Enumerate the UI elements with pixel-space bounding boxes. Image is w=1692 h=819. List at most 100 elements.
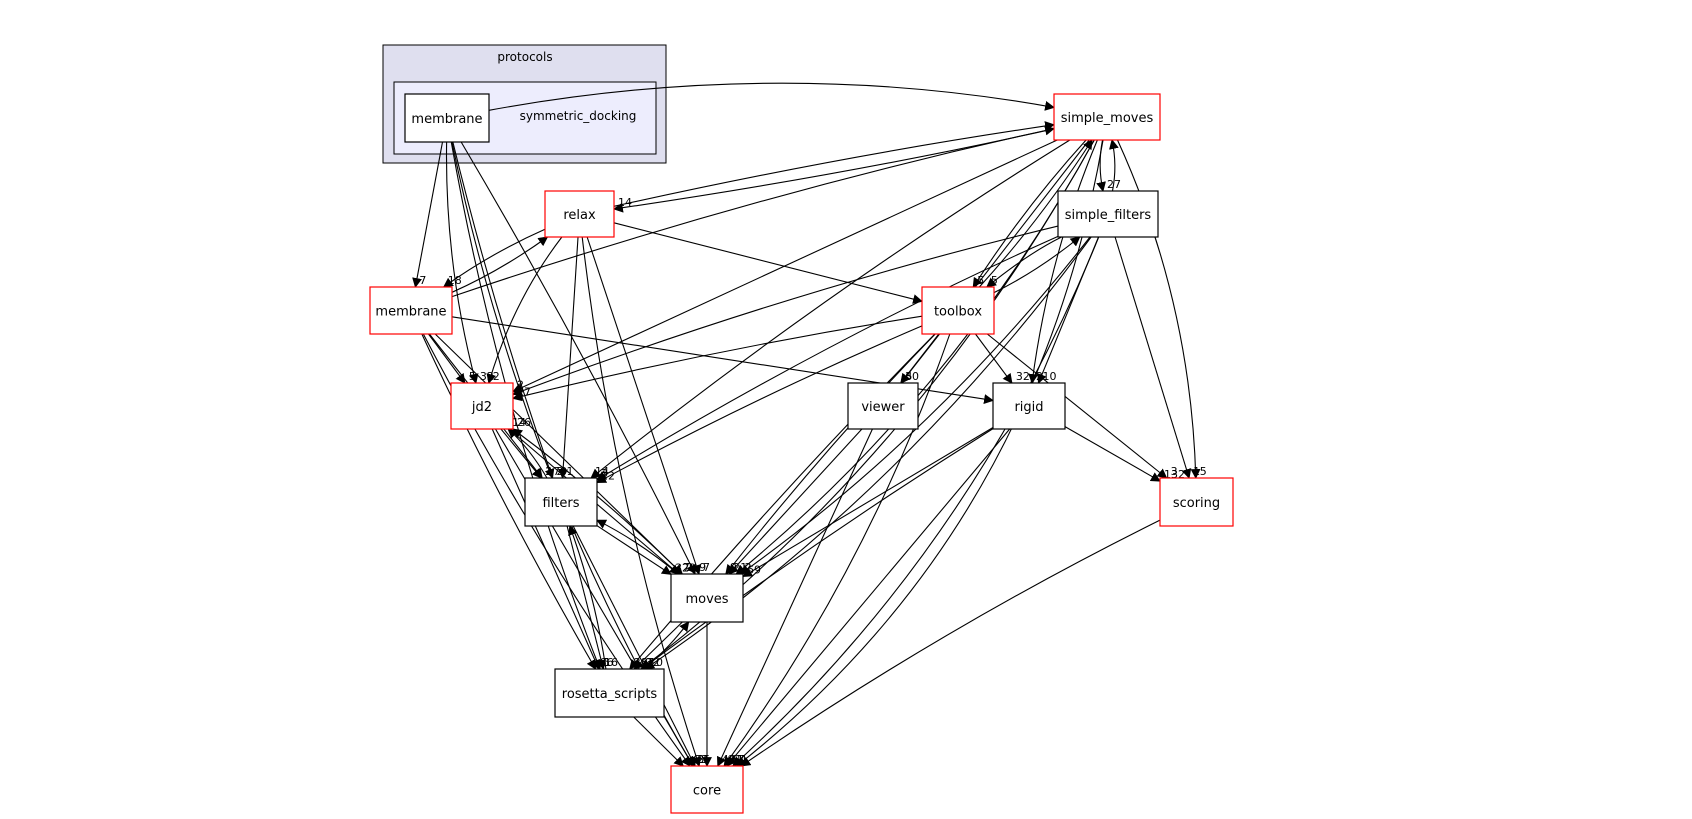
edge-simple_moves-to-rigid bbox=[1028, 139, 1098, 384]
edge-jd2-to-filters bbox=[500, 428, 542, 479]
edge-toolbox-to-rigid bbox=[975, 333, 1013, 384]
node-box[interactable] bbox=[544, 190, 615, 238]
node-viewer[interactable]: viewer bbox=[847, 382, 919, 430]
edge-label: 5 bbox=[991, 274, 998, 287]
edge-relax-to-jd2 bbox=[486, 236, 563, 384]
node-rosetta-scripts[interactable]: rosetta_scripts bbox=[554, 668, 665, 718]
edge-label: 2 bbox=[517, 379, 524, 392]
edge-label: 1 bbox=[741, 753, 748, 766]
edge-label: 3 bbox=[601, 467, 608, 480]
edge-toolbox-to-rosetta_scripts bbox=[629, 333, 936, 670]
edge-label: 2 bbox=[1036, 370, 1043, 383]
edge-rosetta_scripts-to-filters bbox=[568, 525, 607, 670]
edge-rosetta_scripts-to-core bbox=[633, 716, 684, 767]
edge-membrane_dir-to-filters bbox=[452, 141, 555, 479]
edge-label: 12 bbox=[601, 470, 615, 483]
node-label: core bbox=[693, 784, 721, 799]
node-box[interactable] bbox=[450, 382, 514, 430]
edge-label: 3 bbox=[905, 370, 912, 383]
node-label: membrane bbox=[375, 305, 446, 320]
edge-label: 49 bbox=[722, 753, 736, 766]
edge-toolbox-to-jd2 bbox=[512, 315, 923, 402]
edge-label: 2 bbox=[557, 465, 564, 478]
edge-rosetta_scripts-to-moves bbox=[642, 621, 690, 670]
edge-viewer-to-core bbox=[717, 428, 873, 767]
node-relax[interactable]: relax bbox=[544, 190, 615, 238]
node-box[interactable] bbox=[1159, 477, 1234, 527]
node-box[interactable] bbox=[847, 382, 919, 430]
edge-moves-to-rosetta_scripts bbox=[633, 621, 683, 670]
node-box[interactable] bbox=[670, 765, 744, 814]
node-toolbox[interactable]: toolbox bbox=[921, 286, 995, 335]
edge-membrane-to-relax bbox=[451, 236, 549, 293]
edge-label: 2 bbox=[697, 753, 704, 766]
edge-relax-to-moves bbox=[586, 236, 701, 575]
node-simple-filters[interactable]: simple_filters bbox=[1057, 190, 1159, 238]
edge-label: 3 bbox=[697, 753, 704, 766]
edge-label: 2 bbox=[686, 561, 693, 574]
edge-label: 5 bbox=[1200, 465, 1207, 478]
edge-relax-to-simple_moves bbox=[613, 121, 1055, 207]
edge-membrane_dir-to-jd2 bbox=[445, 141, 479, 384]
node-box[interactable] bbox=[524, 477, 598, 527]
edge-rigid-to-moves bbox=[742, 426, 994, 578]
edge-toolbox-to-moves bbox=[725, 333, 936, 575]
edge-label: 26 bbox=[517, 416, 531, 429]
edge-simple_moves-to-relax bbox=[613, 128, 1055, 213]
edge-simple_filters-to-scoring bbox=[1114, 236, 1192, 479]
node-membrane[interactable]: membrane bbox=[369, 286, 453, 335]
edge-simple_moves-to-jd2 bbox=[512, 139, 1058, 393]
node-filters[interactable]: filters bbox=[524, 477, 598, 527]
edge-scoring-to-core bbox=[740, 519, 1161, 767]
node-simple-moves[interactable]: simple_moves bbox=[1053, 93, 1161, 141]
edge-membrane-to-rosetta_scripts bbox=[421, 333, 597, 670]
edge-label: 1 bbox=[740, 561, 747, 574]
edge-viewer-to-moves bbox=[728, 428, 863, 575]
node-membrane-dir[interactable]: membrane bbox=[404, 93, 490, 143]
node-label: moves bbox=[685, 592, 728, 607]
edge-moves-to-filters bbox=[596, 519, 679, 575]
node-label: simple_filters bbox=[1065, 208, 1152, 223]
edge-label: 5 bbox=[977, 274, 984, 287]
node-box[interactable] bbox=[369, 286, 453, 335]
node-moves[interactable]: moves bbox=[670, 573, 744, 623]
edge-label: 9 bbox=[730, 561, 737, 574]
node-label: jd2 bbox=[471, 400, 492, 415]
node-box[interactable] bbox=[992, 382, 1066, 430]
edge-toolbox-to-simple_moves bbox=[978, 139, 1093, 288]
node-box[interactable] bbox=[554, 668, 665, 718]
edge-jd2-to-rosetta_scripts bbox=[491, 428, 600, 670]
edge-filters-to-jd2 bbox=[507, 428, 548, 479]
node-box[interactable] bbox=[921, 286, 995, 335]
edge-label: 18 bbox=[448, 274, 462, 287]
node-rigid[interactable]: rigid bbox=[992, 382, 1066, 430]
edge-moves-to-jd2 bbox=[512, 428, 683, 575]
edge-label: 1 bbox=[1193, 465, 1200, 478]
edge-label: 14 bbox=[595, 465, 609, 478]
edge-filters-to-core bbox=[572, 525, 696, 767]
node-label: simple_moves bbox=[1061, 111, 1154, 126]
edge-simple_filters-to-core bbox=[732, 236, 1100, 767]
edge-simple_filters-to-filters bbox=[596, 235, 1059, 481]
node-scoring[interactable]: scoring bbox=[1159, 477, 1234, 527]
node-jd2[interactable]: jd2 bbox=[450, 382, 514, 430]
edge-toolbox-to-filters bbox=[596, 325, 923, 484]
node-core[interactable]: core bbox=[670, 765, 744, 814]
edge-label: 32 bbox=[646, 656, 660, 669]
node-box[interactable] bbox=[1053, 93, 1161, 141]
edge-label: 27 bbox=[1107, 178, 1121, 191]
node-box[interactable] bbox=[1057, 190, 1159, 238]
edge-label: 32 bbox=[1016, 370, 1030, 383]
node-label: toolbox bbox=[934, 305, 982, 320]
node-box[interactable] bbox=[670, 573, 744, 623]
node-label: filters bbox=[542, 496, 579, 511]
node-box[interactable] bbox=[404, 93, 490, 143]
edge-jd2-to-core bbox=[495, 428, 694, 767]
edge-membrane-to-simple_moves bbox=[451, 125, 1055, 298]
edge-label: 23 bbox=[694, 753, 708, 766]
edge-relax-to-membrane bbox=[442, 228, 546, 288]
edge-label: 32 bbox=[480, 370, 494, 383]
edge-label: 2 bbox=[493, 370, 500, 383]
